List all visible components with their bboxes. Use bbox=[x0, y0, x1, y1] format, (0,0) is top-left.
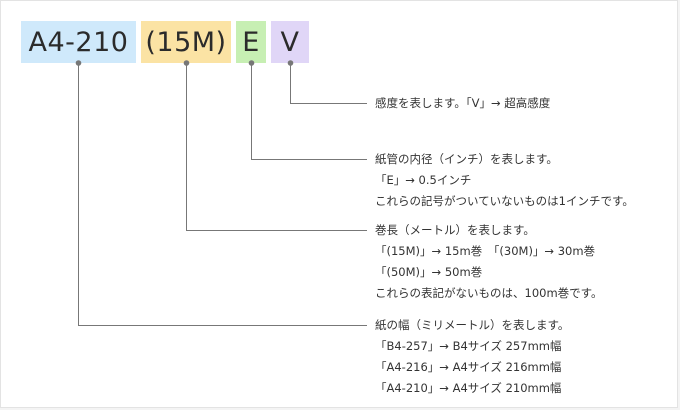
description-line: 紙管の内径（インチ）を表します。 bbox=[375, 152, 558, 166]
connector-sensitivity bbox=[290, 63, 367, 104]
description-line: 「(15M)」→ 15m巻 「(30M)」→ 30m巻 bbox=[375, 244, 596, 258]
width-code-text: A4-210 bbox=[28, 26, 129, 58]
anchor-dot-sensitivity bbox=[287, 60, 294, 66]
anchor-dot-width bbox=[75, 60, 82, 66]
description-line: これらの表記がないものは、100m巻です。 bbox=[375, 286, 603, 300]
description-line: 感度を表します。「V」→ 超高感度 bbox=[375, 96, 551, 110]
description-line: これらの記号がついていないものは1インチです。 bbox=[375, 194, 634, 208]
width-code-chip: A4-210 bbox=[21, 21, 136, 63]
sensitivity-code-chip: V bbox=[271, 21, 309, 63]
length-description: 巻長（メートル）を表します。 「(15M)」→ 15m巻 「(30M)」→ 30… bbox=[375, 220, 603, 304]
connector-length bbox=[186, 63, 367, 231]
anchor-dot-core bbox=[248, 60, 255, 66]
description-line: 「A4-210」→ A4サイズ 210mm幅 bbox=[375, 381, 562, 395]
description-line: 紙の幅（ミリメートル）を表します。 bbox=[375, 318, 570, 332]
core-description: 紙管の内径（インチ）を表します。 「E」→ 0.5インチ これらの記号がついてい… bbox=[375, 149, 634, 212]
anchor-dot-length bbox=[183, 60, 190, 66]
core-code-chip: E bbox=[236, 21, 266, 63]
description-line: 「B4-257」→ B4サイズ 257mm幅 bbox=[375, 339, 562, 353]
description-line: 「A4-216」→ A4サイズ 216mm幅 bbox=[375, 360, 562, 374]
sensitivity-description: 感度を表します。「V」→ 超高感度 bbox=[375, 93, 550, 114]
description-line: 「E」→ 0.5インチ bbox=[375, 173, 472, 187]
description-line: 「(50M)」→ 50m巻 bbox=[375, 265, 483, 279]
connector-width bbox=[78, 63, 367, 326]
width-description: 紙の幅（ミリメートル）を表します。 「B4-257」→ B4サイズ 257mm幅… bbox=[375, 315, 569, 399]
core-code-text: E bbox=[242, 26, 260, 58]
length-code-text: (15M) bbox=[145, 26, 227, 58]
connector-core bbox=[251, 63, 367, 160]
length-code-chip: (15M) bbox=[141, 21, 231, 63]
sensitivity-code-text: V bbox=[280, 26, 300, 58]
description-line: 巻長（メートル）を表します。 bbox=[375, 223, 535, 237]
